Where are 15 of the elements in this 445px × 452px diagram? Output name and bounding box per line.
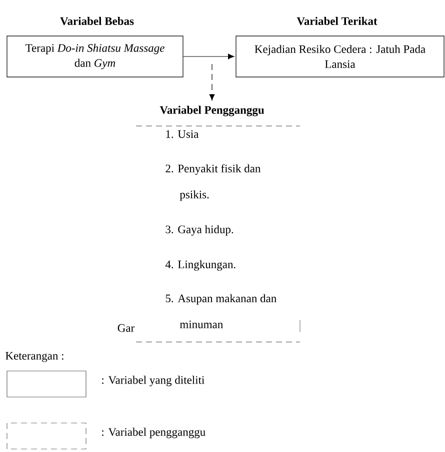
heading: Variabel Bebas [60,16,134,26]
list-item: 1. Usia [166,130,199,138]
list-item: 4. Lingkungan. [165,260,236,271]
variable-box: Terapi Do-in Shiatsu Massage dan Gym [6,36,184,78]
legend-entry: : Variabel pengganggu [6,422,206,450]
list-item: 5. Asupan makanan dan minuman [166,294,276,328]
legend-title: Keterangan : [6,352,64,362]
list-item: 2. Penyakit fisik dan psikis. [166,164,261,201]
arrow [183,54,234,60]
list-item: 3. Gaya hidup. [166,225,234,236]
heading: Variabel Terikat [296,16,378,26]
dashed-arrow [209,64,215,100]
legend-entry: : Variabel yang diteliti [6,370,204,398]
heading: Variabel Pengganggu [160,106,264,116]
variable-box: Kejadian Resiko Cedera : Jatuh Pada Lansia [236,36,444,78]
